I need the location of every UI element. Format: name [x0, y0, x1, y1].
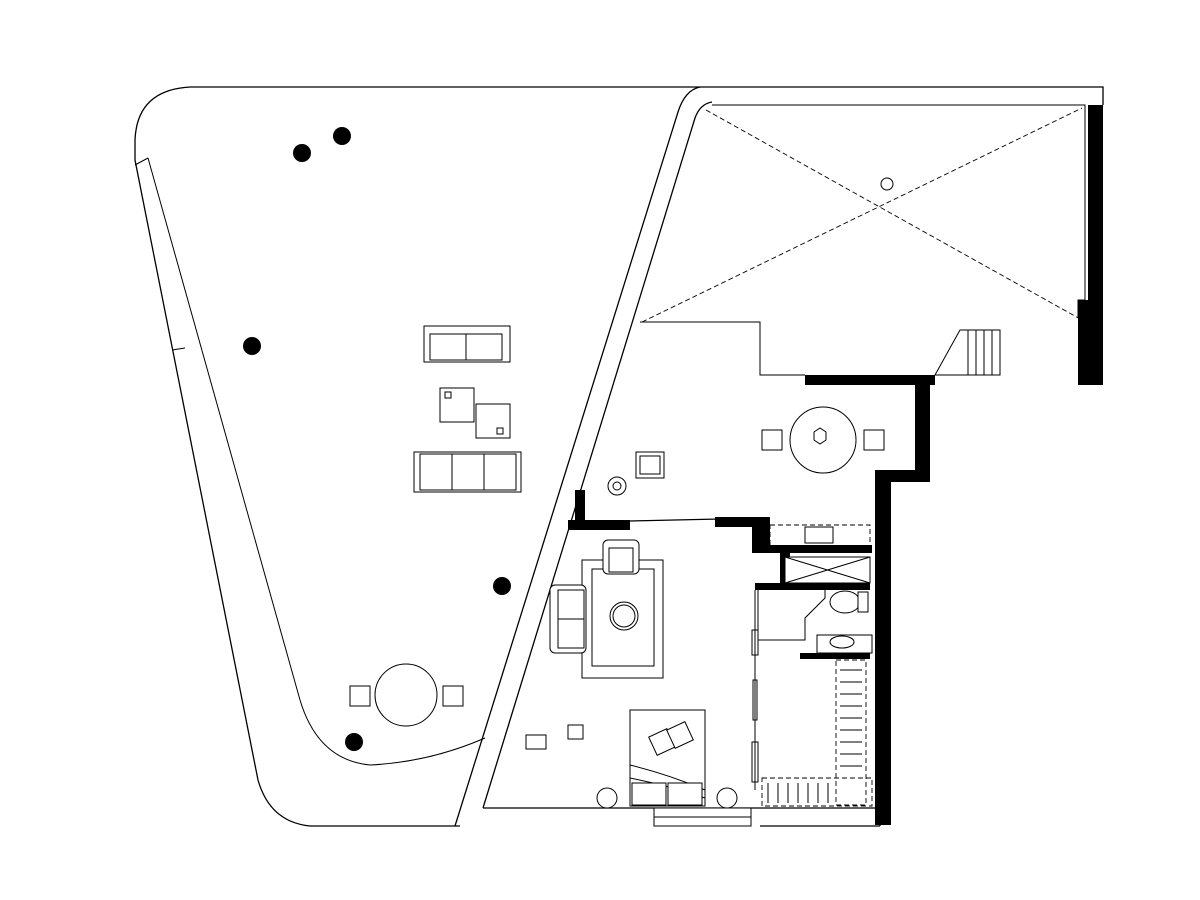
shower — [784, 556, 871, 584]
lounge-chair — [602, 539, 640, 575]
stair — [934, 329, 1001, 376]
rug-with-coffee-table — [581, 559, 664, 679]
roof-void — [640, 104, 1086, 376]
garden — [134, 86, 1104, 827]
garden-path-edge-outer — [134, 157, 186, 351]
closet — [761, 659, 873, 807]
garden-long-sofa — [413, 451, 522, 493]
kitchen-counter — [769, 524, 871, 548]
entry-step — [653, 807, 752, 827]
shrub-icon — [243, 127, 511, 751]
bed — [596, 709, 738, 809]
garden-path-edge — [147, 157, 486, 766]
garden-side-tables — [439, 387, 511, 439]
partition-doors — [751, 590, 759, 790]
armchair — [607, 451, 665, 496]
loveseat — [549, 584, 587, 654]
diagonal-wall-outer — [454, 86, 701, 827]
garden-sofa — [423, 325, 511, 363]
diagonal-wall-inner — [482, 101, 713, 809]
walls — [483, 105, 1103, 827]
dining-table-set — [761, 406, 885, 474]
side-tables — [525, 724, 584, 750]
garden-round-table-set — [349, 663, 464, 727]
site-boundary — [134, 86, 1104, 827]
bathroom — [757, 590, 873, 654]
